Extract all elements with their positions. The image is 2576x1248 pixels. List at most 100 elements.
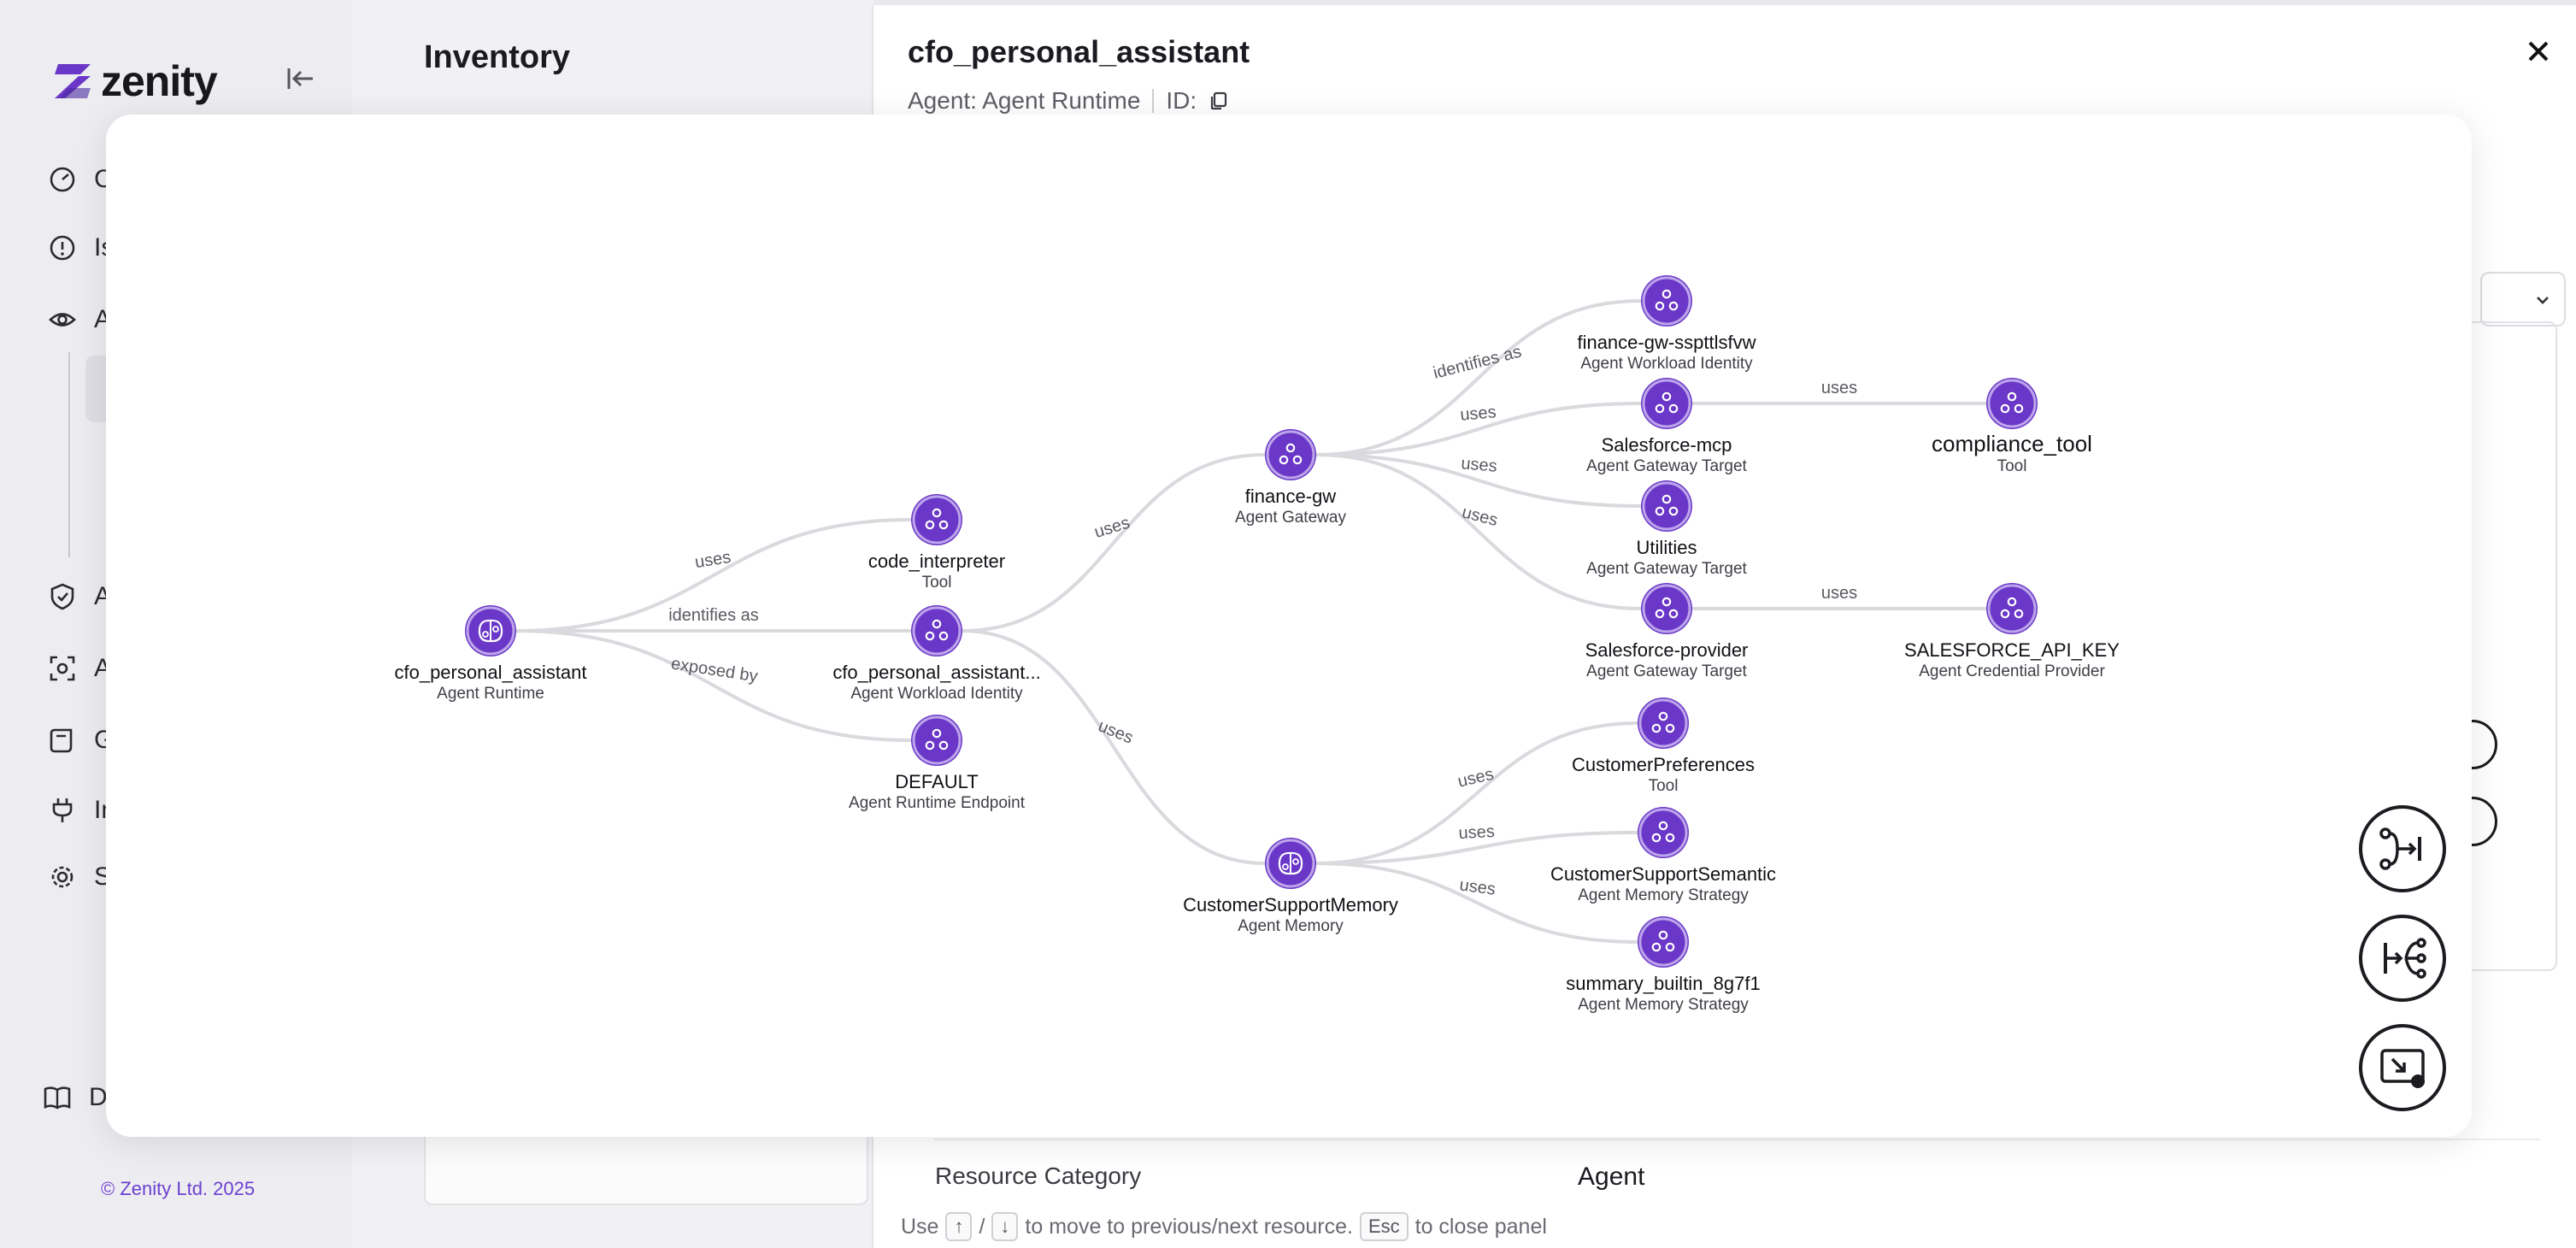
edge-label: identifies as — [668, 606, 759, 625]
hint-text: / — [979, 1214, 985, 1239]
tree-branch-icon — [2384, 938, 2426, 979]
fit-view-control[interactable] — [2359, 1024, 2446, 1111]
network-icon — [2000, 597, 2024, 619]
node-circle — [1265, 429, 1316, 480]
nav-item-issues[interactable]: Is — [48, 229, 114, 267]
resource-id-label: ID: — [1166, 87, 1197, 114]
node-name: CustomerSupportSemantic — [1550, 863, 1776, 885]
node-ring — [1642, 584, 1691, 633]
graph-node-default[interactable]: DEFAULT Agent Runtime Endpoint — [849, 715, 1026, 812]
node-name: SALESFORCE_API_KEY — [1904, 639, 2120, 661]
node-ring — [1266, 839, 1315, 888]
network-icon — [1651, 711, 1675, 733]
node-circle — [1986, 378, 2038, 429]
node-type: Agent Workload Identity — [1580, 355, 1753, 373]
nav-item-scan[interactable]: A — [48, 650, 111, 687]
scroll-icon — [50, 728, 73, 753]
node-type: Agent Gateway Target — [1586, 662, 1747, 680]
gauge-icon — [50, 167, 75, 192]
edge-label: uses — [1460, 403, 1497, 425]
expand-left-control[interactable] — [2359, 915, 2446, 1002]
resource-type: Agent: Agent Runtime — [908, 87, 1141, 114]
graph-node-cfoid[interactable]: cfo_personal_assistant... Agent Workload … — [832, 605, 1041, 703]
node-type: Agent Memory Strategy — [1578, 886, 1749, 904]
node-type: Agent Runtime Endpoint — [849, 794, 1026, 812]
gear-icon — [51, 866, 74, 888]
graph-edge — [515, 518, 912, 633]
panel-divider — [933, 1139, 2540, 1140]
node-name: finance-gw-sspttlsfvw — [1577, 332, 1756, 353]
node-circle — [1986, 583, 2038, 634]
nav-item-overview[interactable]: C — [48, 161, 113, 198]
edge-label: uses — [1096, 716, 1136, 747]
node-name: code_interpreter — [868, 550, 1005, 572]
node-type: Agent Gateway — [1235, 509, 1346, 527]
resource-category-label: Resource Category — [935, 1163, 1142, 1189]
graph-edge — [1315, 299, 1642, 456]
down-key: ↓ — [991, 1212, 1019, 1241]
collapse-sidebar-icon[interactable] — [284, 62, 318, 96]
node-type: Agent Runtime — [437, 685, 544, 703]
zenity-logo-icon — [55, 64, 91, 98]
graph-edge — [962, 453, 1266, 633]
subtitle-separator — [1152, 89, 1155, 113]
node-name: Salesforce-provider — [1585, 639, 1749, 661]
node-name: summary_builtin_8g7f1 — [1566, 973, 1760, 994]
node-ring — [1642, 276, 1691, 326]
hint-text: to close panel — [1414, 1214, 1547, 1239]
alert-circle-icon — [50, 235, 75, 261]
eye-icon — [49, 313, 76, 327]
nav-item-settings[interactable]: S — [48, 858, 111, 896]
network-icon — [925, 508, 949, 530]
panel-dropdown[interactable] — [2480, 272, 2566, 327]
network-icon — [1655, 494, 1679, 516]
node-type: Agent Workload Identity — [850, 685, 1023, 703]
edge-label: uses — [1821, 379, 1857, 397]
hint-text: Use — [901, 1214, 939, 1239]
node-name: finance-gw — [1245, 486, 1337, 507]
nav-item-ai-security[interactable]: A — [48, 578, 111, 615]
copy-icon[interactable] — [1209, 91, 1229, 111]
node-name: cfo_personal_assistant... — [832, 662, 1040, 683]
nav-item-assets[interactable]: A — [48, 301, 111, 338]
nav-item-governance[interactable]: G — [48, 721, 114, 759]
book-icon — [44, 1086, 71, 1110]
close-icon[interactable] — [2523, 36, 2554, 67]
zenity-logo[interactable]: zenity — [53, 56, 218, 106]
graph-edge — [1315, 862, 1638, 944]
panel-subtitle: Agent: Agent Runtime ID: — [908, 87, 1229, 115]
graph-edge — [1315, 453, 1642, 508]
node-type: Agent Gateway Target — [1586, 457, 1747, 475]
node-name: cfo_personal_assistant — [394, 662, 586, 683]
node-ring — [1638, 917, 1688, 967]
edge-label: uses — [1460, 503, 1499, 530]
node-circle — [1638, 807, 1689, 858]
node-ring — [1638, 808, 1688, 857]
expand-right-control[interactable] — [2359, 805, 2446, 892]
node-circle — [1641, 583, 1692, 634]
copyright-text: © Zenity Ltd. 2025 — [101, 1178, 256, 1199]
edge-label: uses — [1458, 875, 1497, 898]
node-circle — [1641, 480, 1692, 532]
node-type: Agent Memory — [1238, 917, 1344, 935]
node-ring — [1642, 481, 1691, 531]
node-type: Agent Memory Strategy — [1578, 996, 1749, 1014]
node-name: DEFAULT — [895, 771, 978, 792]
panel-title: cfo_personal_assistant — [908, 34, 1250, 69]
nav-tree-line — [68, 352, 70, 557]
up-key: ↑ — [945, 1212, 973, 1241]
